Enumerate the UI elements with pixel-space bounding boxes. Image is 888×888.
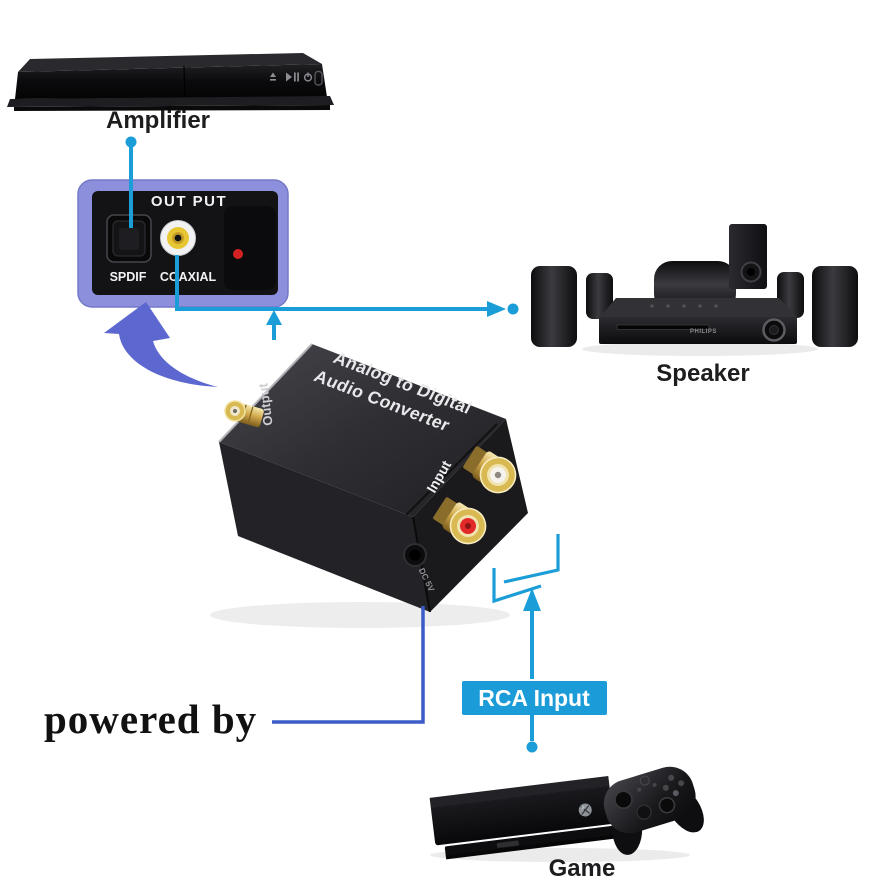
amplifier-front-face: [15, 64, 327, 99]
amplifier-label: Amplifier: [106, 107, 210, 134]
rca-input-label-text: RCA Input: [478, 685, 590, 711]
rca-input-label: RCA Input: [462, 681, 607, 715]
console-base-edge: [445, 833, 628, 860]
led-indicator: [233, 249, 243, 259]
converter-up-arrow: [266, 310, 282, 340]
controller-left-stick: [614, 790, 633, 810]
eject-icon: [270, 72, 276, 81]
powered-by-text: powered by: [44, 696, 257, 742]
rca-jack-white: [463, 446, 517, 494]
console-base: [444, 824, 628, 859]
speaker-system: PHILIPS: [531, 224, 858, 356]
bracket-right: [503, 534, 560, 584]
usb-port: [314, 70, 323, 86]
converter-device: Analog to Digital Audio Converter Output…: [210, 343, 528, 628]
amplifier-to-spdif-line: [125, 136, 137, 228]
console-vent: [496, 840, 519, 848]
converter-shadow: [210, 602, 510, 628]
subwoofer: [729, 224, 767, 289]
rca-arrowhead: [523, 588, 541, 611]
coaxial-to-speaker-line: [175, 255, 487, 311]
speaker-label: Speaker: [656, 360, 749, 387]
amplifier-panel-seam: [183, 65, 186, 99]
rca-jack-red: [433, 497, 487, 545]
controller-guide-button: [639, 775, 650, 786]
curved-arrow-icon: [104, 302, 218, 387]
receiver-unit: PHILIPS: [599, 298, 797, 344]
receiver-brand: PHILIPS: [690, 329, 717, 335]
speaker-shadow: [582, 342, 818, 356]
play-pause-icon: [286, 72, 299, 82]
bracket-left: [492, 568, 542, 604]
powered-by-line: [272, 606, 425, 724]
amplifier-top-face: [18, 53, 322, 72]
output-panel-title: OUT PUT: [151, 193, 227, 210]
disc-tray: [616, 324, 710, 330]
amplifier-base: [7, 96, 334, 107]
converter-lit-edge: [218, 343, 313, 443]
rca-output-jack: [224, 400, 264, 428]
speaker-arrowhead: [487, 301, 506, 317]
console-front: [431, 786, 614, 846]
output-panel-module: [224, 206, 276, 290]
output-panel: OUT PUT SPDIF COAXIAL: [77, 179, 289, 308]
coaxial-label: COAXIAL: [160, 270, 217, 284]
game-connection-dot: [526, 741, 538, 753]
xbox-console: [429, 766, 704, 862]
spdif-label: SPDIF: [110, 270, 147, 284]
speaker-left-tower: [531, 266, 577, 347]
spdif-port: [106, 214, 152, 263]
converter-lid-seam: [404, 423, 498, 517]
converter-front-face: [219, 442, 430, 612]
rca-callout: [492, 534, 560, 679]
speaker-right-tower: [812, 266, 858, 347]
speaker-left-satellite: [586, 273, 613, 319]
amplifier-base-shadow: [14, 105, 330, 111]
speaker-line-dot: [507, 303, 519, 315]
power-icon: [303, 72, 313, 82]
amplifier-device: [7, 53, 334, 111]
controller-right-stick: [658, 796, 676, 814]
xbox-sphere-icon: [578, 803, 592, 817]
xbox-controller: [603, 766, 704, 855]
console-top: [429, 775, 610, 810]
controller-dpad: [636, 804, 652, 820]
controller-abxy-buttons: [662, 774, 685, 797]
game-label: Game: [549, 855, 616, 882]
coaxial-port: [160, 220, 196, 256]
converter-top-face: [219, 344, 506, 517]
connection-dot: [125, 136, 137, 148]
